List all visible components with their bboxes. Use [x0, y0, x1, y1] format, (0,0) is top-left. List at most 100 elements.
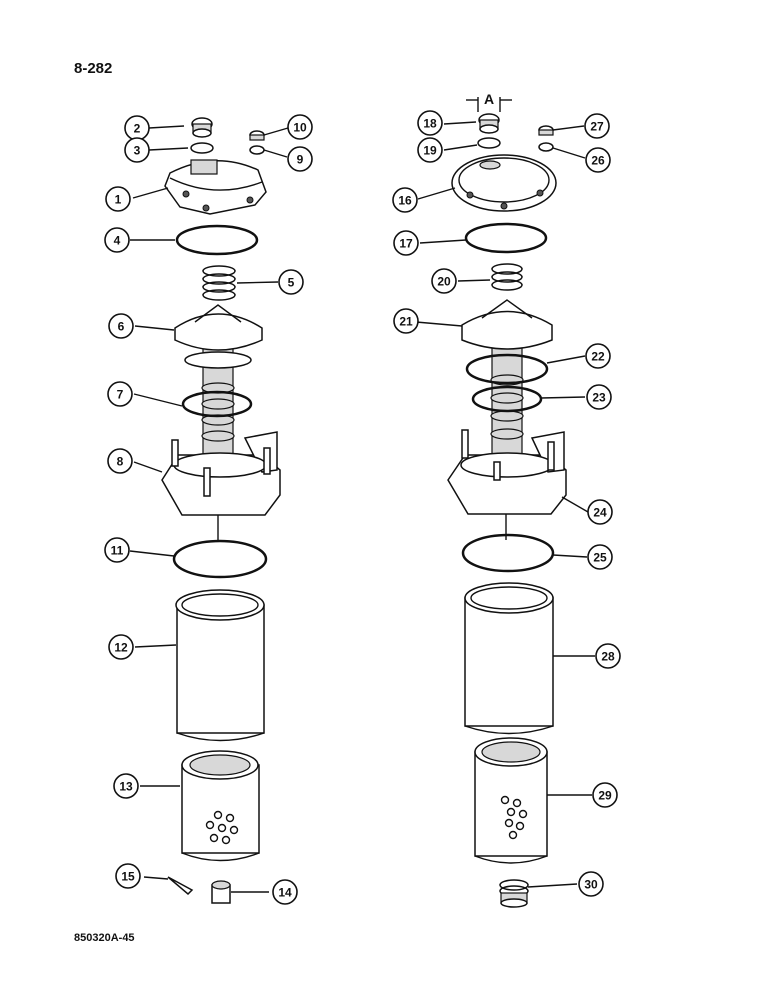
part-19-washer	[477, 137, 501, 149]
callout-24: 24	[587, 499, 613, 525]
callout-circle	[108, 313, 134, 339]
callout-16: 16	[392, 187, 418, 213]
callout-25: 25	[587, 544, 613, 570]
callout-label: 28	[601, 650, 615, 664]
callout-label: 30	[584, 878, 598, 892]
part-26-washer	[538, 142, 554, 152]
part-5-spring	[202, 265, 236, 301]
callout-circle	[107, 448, 133, 474]
callout-label: 26	[591, 154, 605, 168]
callout-label: 23	[592, 391, 606, 405]
callout-circle	[417, 137, 443, 163]
callout-7: 7	[107, 381, 133, 407]
part-3-washer	[190, 142, 214, 154]
callout-14: 14	[272, 879, 298, 905]
callout-19: 19	[417, 137, 443, 163]
callout-label: 12	[114, 641, 128, 655]
part-18-plug	[478, 113, 500, 134]
part-1-cover	[164, 159, 267, 215]
callout-1: 1	[105, 186, 131, 212]
callout-label: 14	[278, 886, 292, 900]
part-11-seal	[172, 539, 268, 579]
part-10-nut	[249, 130, 265, 141]
callout-circle	[272, 879, 298, 905]
callout-circle	[584, 113, 610, 139]
callout-circle	[115, 863, 141, 889]
callout-circle	[586, 384, 612, 410]
part-25-seal	[461, 533, 555, 573]
callout-13: 13	[113, 773, 139, 799]
callout-11: 11	[104, 537, 130, 563]
callout-label: 3	[134, 144, 141, 158]
callout-circle	[578, 871, 604, 897]
part-12-canister	[175, 589, 265, 742]
callout-circle	[105, 186, 131, 212]
callout-circle	[393, 308, 419, 334]
part-14-nut	[211, 880, 231, 904]
part-24-filter-head	[447, 429, 567, 540]
callout-label: 2	[134, 122, 141, 136]
callout-22: 22	[585, 343, 611, 369]
figure-code: 850320A-45	[74, 932, 135, 944]
callout-circle	[392, 187, 418, 213]
callout-circle	[587, 499, 613, 525]
part-16-cover	[451, 154, 557, 212]
callout-label: 21	[399, 315, 413, 329]
callout-circle	[585, 343, 611, 369]
callout-circle	[417, 110, 443, 136]
callout-9: 9	[287, 146, 313, 172]
callout-circle	[587, 544, 613, 570]
callout-4: 4	[104, 227, 130, 253]
page-number: 8-282	[74, 60, 113, 77]
callout-3: 3	[124, 137, 150, 163]
callout-label: 20	[437, 275, 451, 289]
left-filter-assembly	[161, 117, 281, 904]
callout-label: 11	[111, 544, 124, 558]
part-29-filter-element	[474, 737, 548, 864]
callout-label: 7	[117, 388, 124, 402]
callout-circle	[124, 137, 150, 163]
part-20-spring	[491, 263, 523, 291]
callout-label: 27	[590, 120, 604, 134]
leader-lines	[129, 121, 595, 893]
part-17-o-ring	[464, 222, 548, 254]
callout-label: 24	[593, 506, 607, 520]
callout-label: 19	[423, 144, 437, 158]
callout-15: 15	[115, 863, 141, 889]
callout-21: 21	[393, 308, 419, 334]
callout-29: 29	[592, 782, 618, 808]
right-filter-assembly: A	[447, 91, 567, 908]
callout-label: 16	[398, 194, 412, 208]
callout-8: 8	[107, 448, 133, 474]
part-22-o-ring	[465, 353, 549, 385]
callout-circle	[113, 773, 139, 799]
callout-26: 26	[585, 147, 611, 173]
part-28-canister	[464, 582, 554, 735]
part-23-o-ring	[471, 385, 543, 413]
callout-17: 17	[393, 230, 419, 256]
callout-circle	[104, 227, 130, 253]
part-13-filter-element	[181, 750, 260, 862]
callout-label: 8	[117, 455, 124, 469]
part-21-valve-assembly	[461, 299, 553, 466]
callout-23: 23	[586, 384, 612, 410]
dimension-a-label: A	[484, 91, 494, 107]
callout-layer: 1234567891011121314151617181920212223242…	[104, 110, 621, 905]
callout-label: 17	[399, 237, 413, 251]
callout-circle	[431, 268, 457, 294]
callout-30: 30	[578, 871, 604, 897]
part-30-spring-plug	[499, 879, 529, 908]
part-15-pin	[167, 876, 194, 896]
callout-label: 4	[114, 234, 121, 248]
callout-label: 10	[293, 121, 307, 135]
callout-circle	[595, 643, 621, 669]
callout-28: 28	[595, 643, 621, 669]
part-9-washer	[249, 145, 265, 155]
callout-label: 6	[118, 320, 125, 334]
callout-circle	[585, 147, 611, 173]
callout-label: 15	[121, 870, 135, 884]
callout-circle	[393, 230, 419, 256]
callout-label: 22	[591, 350, 605, 364]
callout-6: 6	[108, 313, 134, 339]
